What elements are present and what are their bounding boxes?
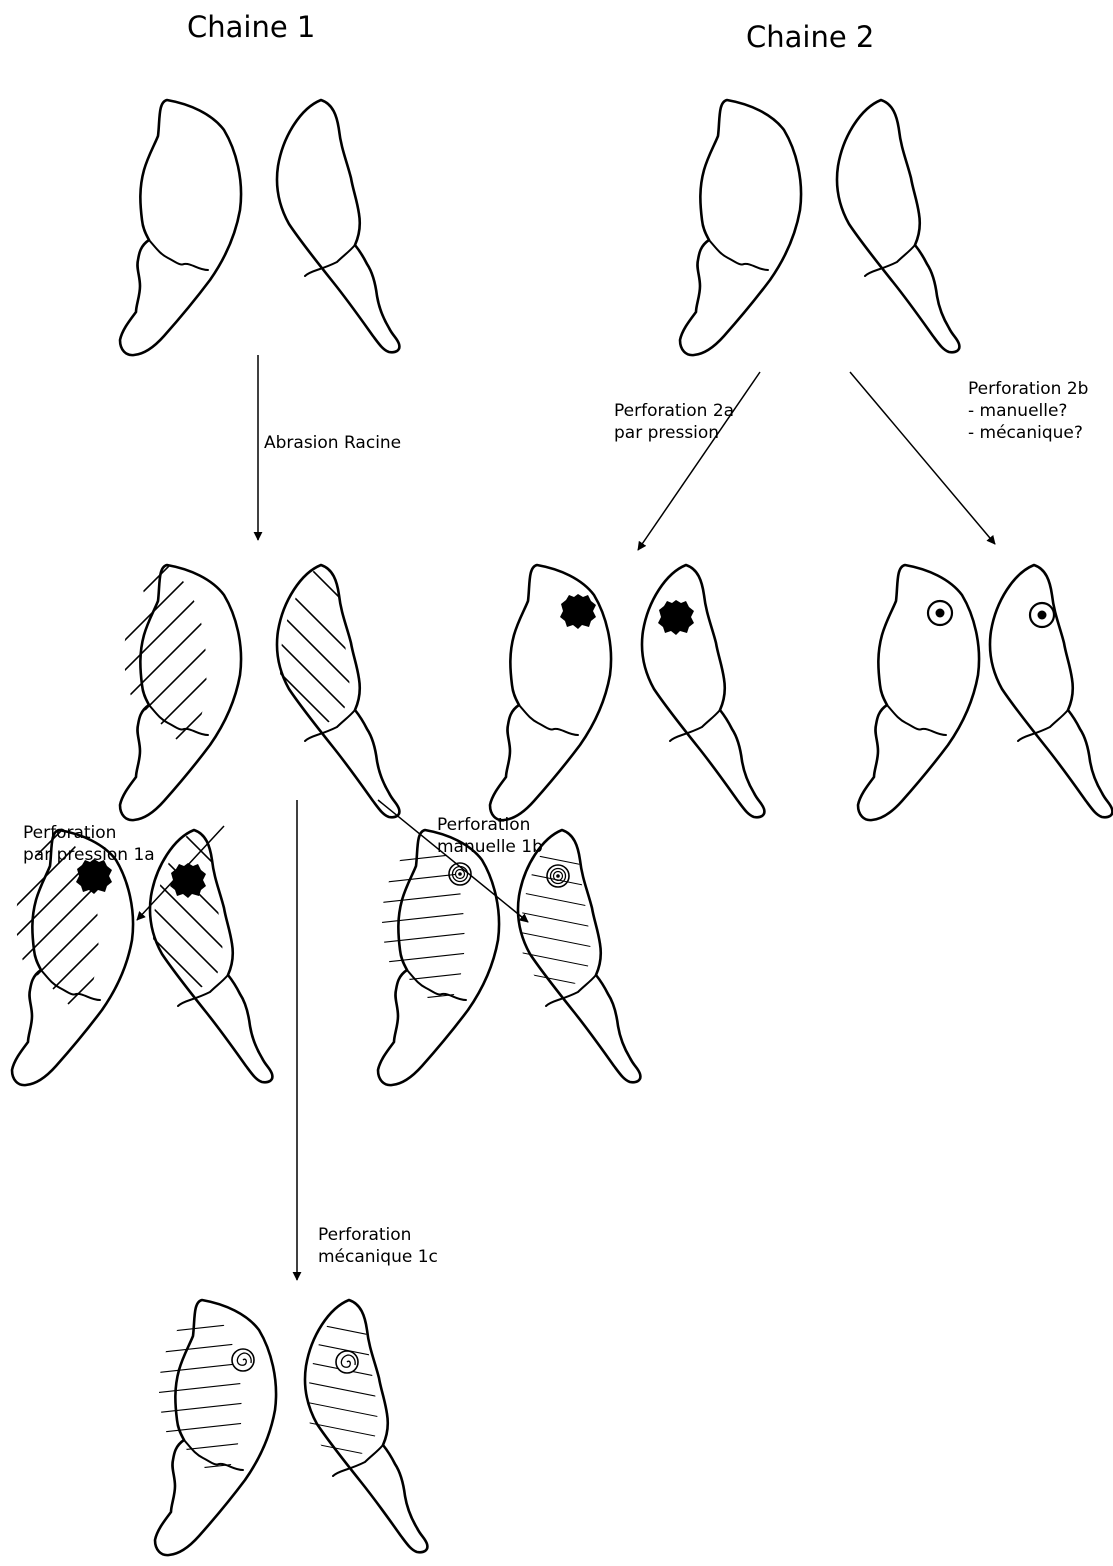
tooth-pair-chain1-raw bbox=[120, 100, 399, 355]
tooth-right bbox=[267, 555, 399, 817]
label-abrasion-racine: Abrasion Racine bbox=[264, 432, 401, 454]
tooth-pair-chain2-2a bbox=[490, 565, 764, 820]
tooth-left bbox=[490, 565, 611, 820]
perforation-ring-dot bbox=[1030, 603, 1054, 627]
tooth-right bbox=[295, 1300, 427, 1552]
tooth-right bbox=[642, 565, 764, 817]
label-perforation-2a-line2: par pression bbox=[614, 422, 734, 444]
tooth-right bbox=[990, 565, 1112, 817]
tooth-pair-chain2-raw bbox=[680, 100, 959, 355]
tooth-right bbox=[508, 830, 640, 1082]
tooth-pair-chain1-1c bbox=[145, 1300, 427, 1555]
label-perforation-2b: Perforation 2b - manuelle? - mécanique? bbox=[968, 378, 1088, 444]
label-perforation-1a-line2: par pression 1a bbox=[23, 844, 155, 866]
tooth-right bbox=[277, 100, 399, 352]
tooth-pair-chain2-2b bbox=[858, 565, 1112, 820]
label-perforation-2b-line3: - mécanique? bbox=[968, 422, 1088, 444]
label-perforation-2a: Perforation 2a par pression bbox=[614, 400, 734, 444]
perforation-spiral bbox=[232, 1349, 254, 1371]
label-perforation-1a: Perforation par pression 1a bbox=[23, 822, 155, 866]
arrow-2a bbox=[638, 372, 760, 550]
tooth-pair-chain1-1b bbox=[368, 830, 640, 1085]
label-perforation-1b: Perforation manuelle 1b bbox=[437, 814, 543, 858]
label-perforation-1c: Perforation mécanique 1c bbox=[318, 1224, 438, 1268]
label-perforation-2a-line1: Perforation 2a bbox=[614, 400, 734, 422]
perforation-spiral bbox=[336, 1351, 358, 1373]
tooth-left bbox=[858, 565, 979, 820]
chain2-title: Chaine 2 bbox=[746, 20, 874, 54]
label-perforation-2b-line1: Perforation 2b bbox=[968, 378, 1088, 400]
chain1-title: Chaine 1 bbox=[187, 10, 315, 44]
label-perforation-1c-line1: Perforation bbox=[318, 1224, 438, 1246]
label-perforation-1a-line1: Perforation bbox=[23, 822, 155, 844]
perforation-ring-dot bbox=[928, 601, 952, 625]
tooth-left bbox=[120, 100, 241, 355]
label-perforation-1b-line1: Perforation bbox=[437, 814, 543, 836]
tooth-right bbox=[837, 100, 959, 352]
tooth-pair-chain1-abraded bbox=[110, 555, 399, 835]
label-perforation-2b-line2: - manuelle? bbox=[968, 400, 1088, 422]
label-perforation-1b-line2: manuelle 1b bbox=[437, 836, 543, 858]
tooth-left bbox=[145, 1300, 276, 1555]
tooth-left bbox=[368, 830, 499, 1085]
perforation-concentric bbox=[547, 865, 569, 887]
label-perforation-1c-line2: mécanique 1c bbox=[318, 1246, 438, 1268]
tooth-left bbox=[680, 100, 801, 355]
tooth-right bbox=[140, 820, 272, 1082]
